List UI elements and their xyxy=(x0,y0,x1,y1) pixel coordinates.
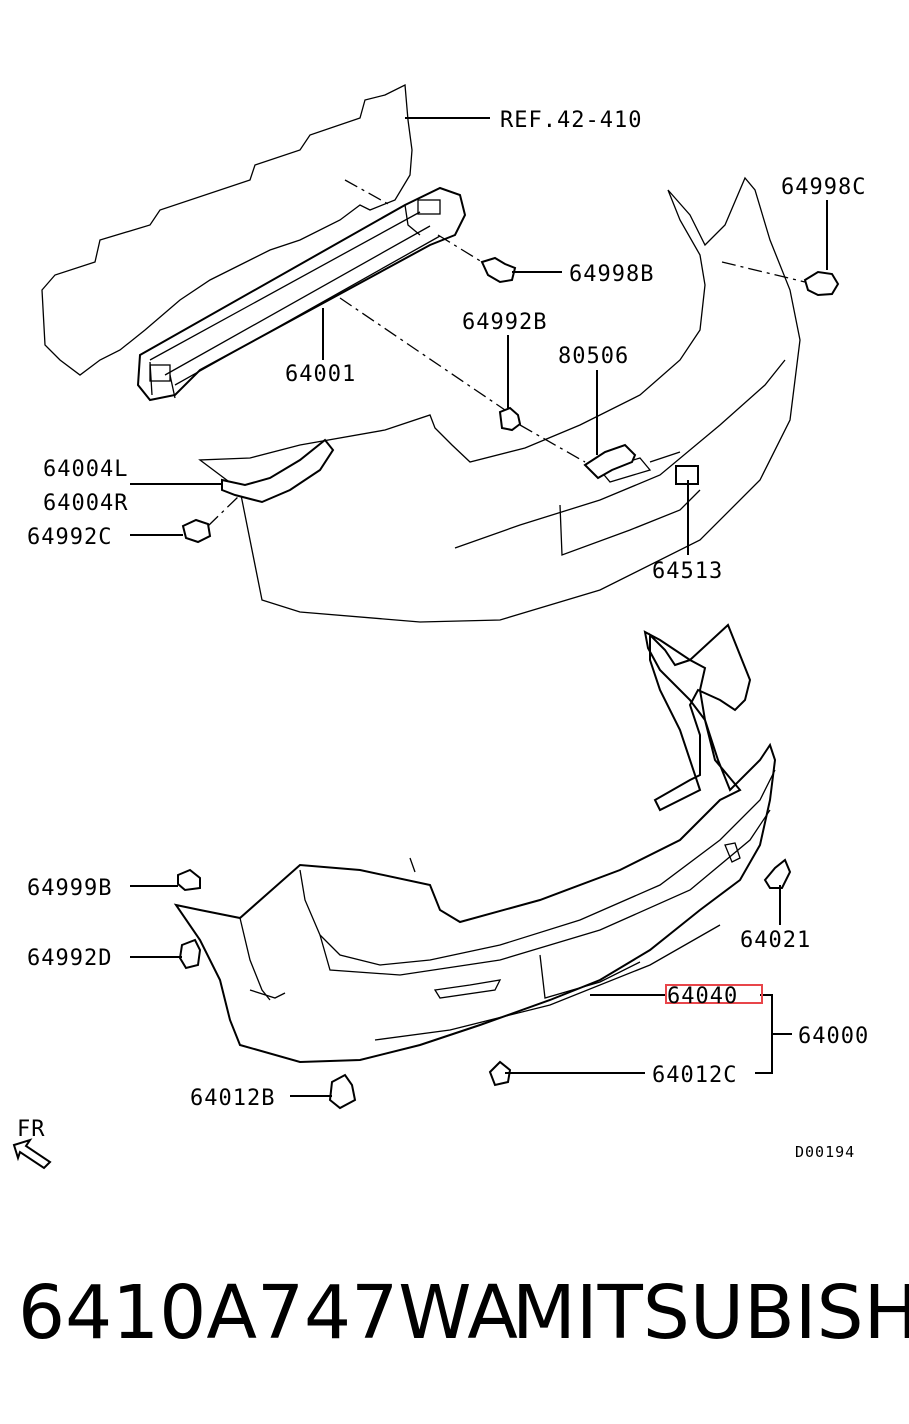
screw-64992C xyxy=(181,518,212,544)
diagram-code: D00194 xyxy=(795,1143,855,1161)
body-panel-outline xyxy=(41,83,413,376)
callout-64998C: 64998C xyxy=(781,175,866,200)
rear-body-outline xyxy=(198,176,801,623)
footer-caption: 6410A747WA MITSUBISHI xyxy=(0,1270,909,1380)
screw-64992D xyxy=(178,938,202,970)
callout-64021: 64021 xyxy=(740,928,811,953)
highlight-box xyxy=(665,984,763,1004)
callout-64998B: 64998B xyxy=(569,262,654,287)
bracket-80506 xyxy=(583,443,637,480)
clip-64012B xyxy=(328,1073,357,1110)
callout-64004L: 64004L xyxy=(43,457,128,482)
bolt-64998C xyxy=(803,270,840,297)
bolt-64998B xyxy=(480,256,517,284)
callout-64992D: 64992D xyxy=(27,946,112,971)
callout-64000: 64000 xyxy=(798,1024,869,1049)
callout-64992C: 64992C xyxy=(27,525,112,550)
orientation-label: FR xyxy=(17,1117,46,1142)
callout-64999B: 64999B xyxy=(27,876,112,901)
leader-lines xyxy=(130,117,828,1097)
callout-ref: REF.42-410 xyxy=(500,108,642,133)
callout-64012C: 64012C xyxy=(652,1063,737,1088)
bumper-fascia xyxy=(173,623,777,1064)
clip-64012C xyxy=(488,1060,512,1087)
callout-64004R: 64004R xyxy=(43,491,128,516)
front-direction-arrow-icon xyxy=(12,1138,52,1170)
nut-64999B xyxy=(177,868,201,892)
callout-64040: 64040 xyxy=(667,984,738,1009)
screw-64992B xyxy=(498,406,522,432)
side-bracket-64004 xyxy=(221,438,335,504)
callout-64001: 64001 xyxy=(285,362,356,387)
callout-80506: 80506 xyxy=(558,344,629,369)
callout-64992B: 64992B xyxy=(462,310,547,335)
callout-64012B: 64012B xyxy=(190,1086,275,1111)
reinforcement-beam xyxy=(136,186,467,402)
part-number: 6410A747WA xyxy=(18,1270,518,1356)
callout-64513: 64513 xyxy=(652,559,723,584)
cover-64021 xyxy=(763,858,792,889)
brand-name: MITSUBISHI xyxy=(512,1270,909,1356)
